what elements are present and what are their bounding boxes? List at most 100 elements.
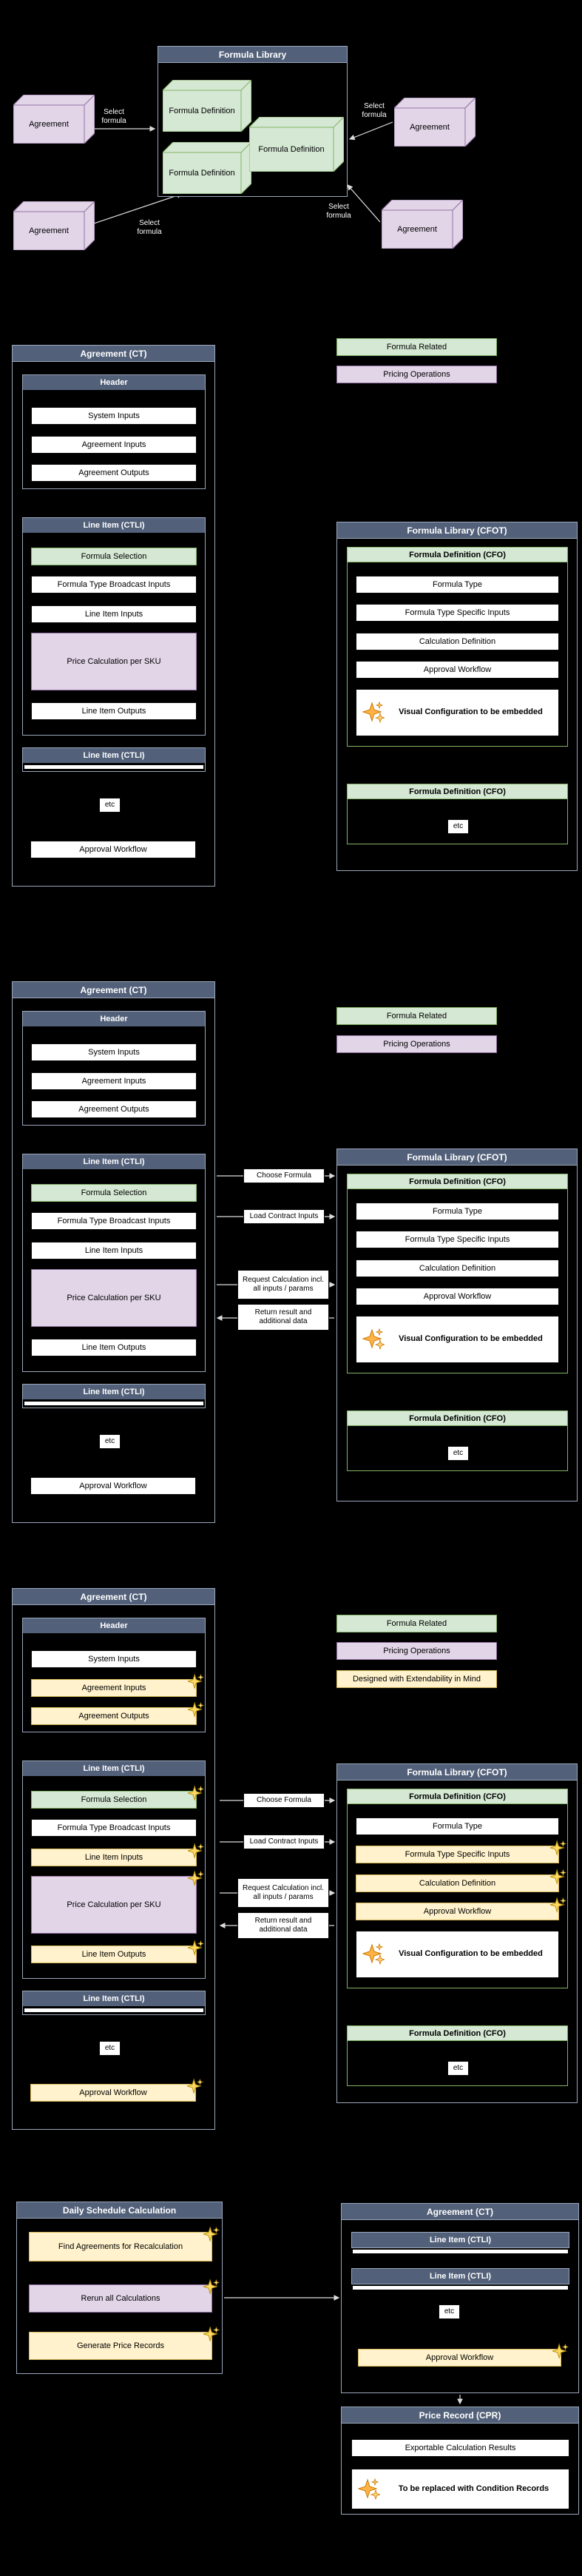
approval-workflow-box: Approval Workflow xyxy=(30,2078,203,2102)
flow-load-contract-inputs: Load Contract Inputs xyxy=(243,1209,325,1224)
daily-schedule-panel: Daily Schedule Calculation Find Agreemen… xyxy=(16,2202,223,2374)
sparkle-burst-icon xyxy=(358,2478,380,2501)
visual-configuration-label: Visual Configuration to be embedded xyxy=(399,707,543,717)
legend-pricing-operations: Pricing Operations xyxy=(336,1642,497,1660)
visual-configuration-label: Visual Configuration to be embedded xyxy=(399,1949,543,1959)
legend-formula-related: Formula Related xyxy=(336,1615,497,1632)
etc-box: etc xyxy=(439,2304,460,2319)
agreement-ct-summary-panel: Agreement (CT) Line Item (CTLI) Line Ite… xyxy=(341,2203,579,2393)
line-item-2-title: Line Item (CTLI) xyxy=(23,1385,205,1399)
collapsed-body-strip xyxy=(353,2286,568,2290)
line-item-outputs-box: Line Item Outputs xyxy=(31,1940,204,1963)
approval-workflow-box: Approval Workflow xyxy=(356,661,559,679)
sparkle-icon xyxy=(188,1843,204,1859)
formula-library-cfot-title: Formula Library (CFOT) xyxy=(337,522,577,539)
select-formula-note: Select formula xyxy=(137,219,162,236)
visual-configuration-label: Visual Configuration to be embedded xyxy=(399,1334,543,1344)
line-item-2-title: Line Item (CTLI) xyxy=(23,1991,205,2006)
legend-extendability: Designed with Extendability in Mind xyxy=(336,1670,497,1688)
daily-schedule-title: Daily Schedule Calculation xyxy=(17,2202,222,2219)
sparkle-icon xyxy=(203,2226,220,2242)
formula-definition-subpanel: Formula Definition (CFO) Formula Type Fo… xyxy=(347,547,568,747)
sparkle-burst-icon xyxy=(362,1328,385,1351)
sparkle-icon xyxy=(188,1785,204,1801)
rerun-calculations-box: Rerun all Calculations xyxy=(29,2279,220,2313)
select-formula-note: Select formula xyxy=(362,102,387,119)
legend-formula-related: Formula Related xyxy=(336,1007,497,1025)
calculation-definition-box: Calculation Definition xyxy=(356,1869,566,1892)
formula-definition-2-title: Formula Definition (CFO) xyxy=(348,2026,567,2041)
sparkle-icon xyxy=(550,1869,566,1885)
collapsed-body-strip xyxy=(24,1402,203,1405)
formula-library-cfot-title: Formula Library (CFOT) xyxy=(337,1764,577,1780)
agreement-ct-panel: Agreement (CT) Header System Inputs Agre… xyxy=(12,345,215,887)
header-subpanel-title: Header xyxy=(23,375,205,390)
formula-type-specific-inputs-box: Formula Type Specific Inputs xyxy=(356,1840,566,1863)
agreement-ct-title: Agreement (CT) xyxy=(13,1589,214,1605)
legend-formula-related: Formula Related xyxy=(336,338,497,356)
agreement-cube: Agreement xyxy=(382,200,463,249)
header-subpanel-title: Header xyxy=(23,1012,205,1026)
formula-definition-subpanel: Formula Definition (CFO) Formula Type Fo… xyxy=(347,1789,568,1988)
header-subpanel-title: Header xyxy=(23,1618,205,1633)
collapsed-body-strip xyxy=(24,765,203,769)
line-item-inputs-box: Line Item Inputs xyxy=(31,605,197,623)
line-item-subpanel: Line Item (CTLI) Formula Selection Formu… xyxy=(22,1761,206,1979)
formula-type-specific-inputs-box: Formula Type Specific Inputs xyxy=(356,604,559,622)
formula-definition-2-subpanel: Formula Definition (CFO) etc xyxy=(347,784,568,844)
condition-records-box: To be replaced with Condition Records xyxy=(351,2469,569,2509)
flow-load-contract-inputs: Load Contract Inputs xyxy=(243,1835,325,1849)
line-item-2-subpanel: Line Item (CTLI) xyxy=(22,747,206,772)
visual-configuration-box: Visual Configuration to be embedded xyxy=(356,1931,559,1978)
agreement-inputs-box: Agreement Inputs xyxy=(31,1673,204,1697)
visual-configuration-box: Visual Configuration to be embedded xyxy=(356,689,559,736)
sparkle-icon xyxy=(187,2078,203,2094)
formula-type-broadcast-inputs-box: Formula Type Broadcast Inputs xyxy=(31,1819,197,1837)
legend-pricing-operations: Pricing Operations xyxy=(336,1035,497,1053)
formula-definition-cube: Formula Definition xyxy=(163,80,251,132)
generate-price-records-box: Generate Price Records xyxy=(29,2326,220,2360)
sparkle-icon xyxy=(203,2326,220,2342)
condition-records-label: To be replaced with Condition Records xyxy=(398,2483,549,2493)
etc-box: etc xyxy=(447,1446,469,1461)
line-item-subpanel-title: Line Item (CTLI) xyxy=(23,518,205,533)
line-item-bar: Line Item (CTLI) xyxy=(351,2232,569,2248)
formula-definition-cube-label: Formula Definition xyxy=(169,107,235,115)
agreement-outputs-box: Agreement Outputs xyxy=(31,464,197,482)
formula-definition-title: Formula Definition (CFO) xyxy=(348,1174,567,1189)
formula-definition-cube-label: Formula Definition xyxy=(258,145,325,154)
sparkle-icon xyxy=(188,1701,204,1718)
calculation-definition-box: Calculation Definition xyxy=(356,1260,559,1277)
formula-type-box: Formula Type xyxy=(356,576,559,593)
formula-type-specific-inputs-box: Formula Type Specific Inputs xyxy=(356,1231,559,1248)
flow-return-result: Return result and additional data xyxy=(237,1912,329,1939)
etc-box: etc xyxy=(447,2061,469,2076)
sparkle-burst-icon xyxy=(362,702,385,724)
price-calculation-box: Price Calculation per SKU xyxy=(31,1870,204,1934)
formula-library-cfot-panel: Formula Library (CFOT) Formula Definitio… xyxy=(336,522,578,871)
agreement-cube: Agreement xyxy=(13,95,95,144)
line-item-subpanel: Line Item (CTLI) Formula Selection Formu… xyxy=(22,517,206,736)
approval-workflow-box: Approval Workflow xyxy=(356,1897,566,1920)
formula-library-top-title: Formula Library xyxy=(158,47,347,63)
select-formula-note: Select formula xyxy=(101,108,126,125)
approval-workflow-box: Approval Workflow xyxy=(358,2343,569,2367)
agreement-ct-title: Agreement (CT) xyxy=(13,346,214,362)
agreement-cube-label: Agreement xyxy=(29,226,69,235)
flow-request-calculation: Request Calculation incl. all inputs / p… xyxy=(237,1878,329,1908)
select-formula-note: Select formula xyxy=(326,203,351,220)
find-agreements-box: Find Agreements for Recalculation xyxy=(29,2226,220,2261)
agreement-outputs-box: Agreement Outputs xyxy=(31,1100,197,1118)
formula-definition-cube: Formula Definition xyxy=(249,117,344,172)
line-item-subpanel: Line Item (CTLI) Formula Selection Formu… xyxy=(22,1154,206,1372)
agreement-ct-title: Agreement (CT) xyxy=(13,982,214,998)
legend-pricing-operations: Pricing Operations xyxy=(336,366,497,383)
price-record-title: Price Record (CPR) xyxy=(342,2407,578,2424)
flow-return-result: Return result and additional data xyxy=(237,1304,329,1331)
formula-definition-title: Formula Definition (CFO) xyxy=(348,548,567,562)
flow-choose-formula: Choose Formula xyxy=(243,1168,325,1183)
etc-box: etc xyxy=(447,819,469,834)
price-calculation-box: Price Calculation per SKU xyxy=(31,1269,197,1327)
agreement-ct-panel: Agreement (CT) Header System Inputs Agre… xyxy=(12,981,215,1523)
sparkle-icon xyxy=(550,1840,566,1856)
